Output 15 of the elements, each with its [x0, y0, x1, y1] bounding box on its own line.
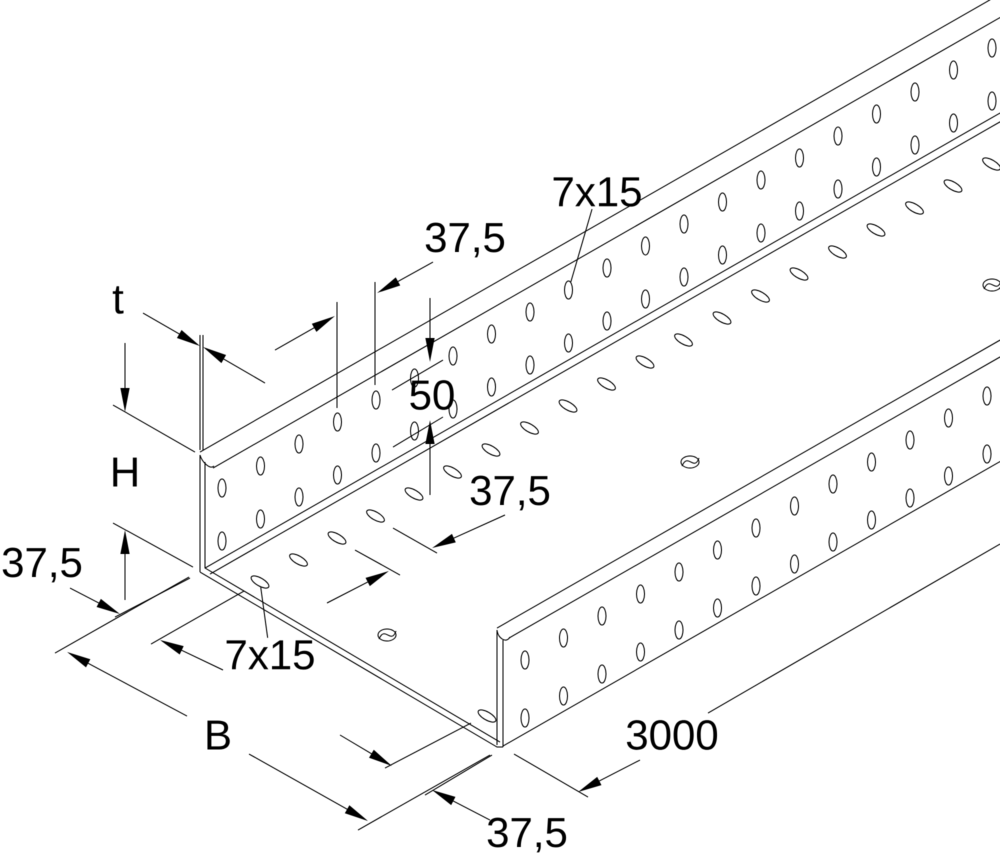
dimension-label: 37,5 — [470, 476, 550, 510]
leader-line — [570, 208, 593, 282]
leader-line — [260, 586, 268, 638]
dimension-label: 50 — [410, 380, 454, 410]
slot — [564, 280, 573, 300]
callout-label: 7x15 — [554, 177, 641, 207]
dimension-label: 3000 — [626, 720, 718, 750]
dimension-label: B — [207, 720, 230, 750]
dimension-label: H — [113, 458, 137, 486]
dimension-label: 37,5 — [2, 548, 82, 582]
callout-label: 7x15 — [226, 640, 314, 670]
slot — [250, 575, 270, 589]
dimension-label: 37,5 — [488, 818, 566, 852]
dimension-label: t — [112, 286, 124, 314]
dimension-label: 37,5 — [426, 222, 504, 258]
